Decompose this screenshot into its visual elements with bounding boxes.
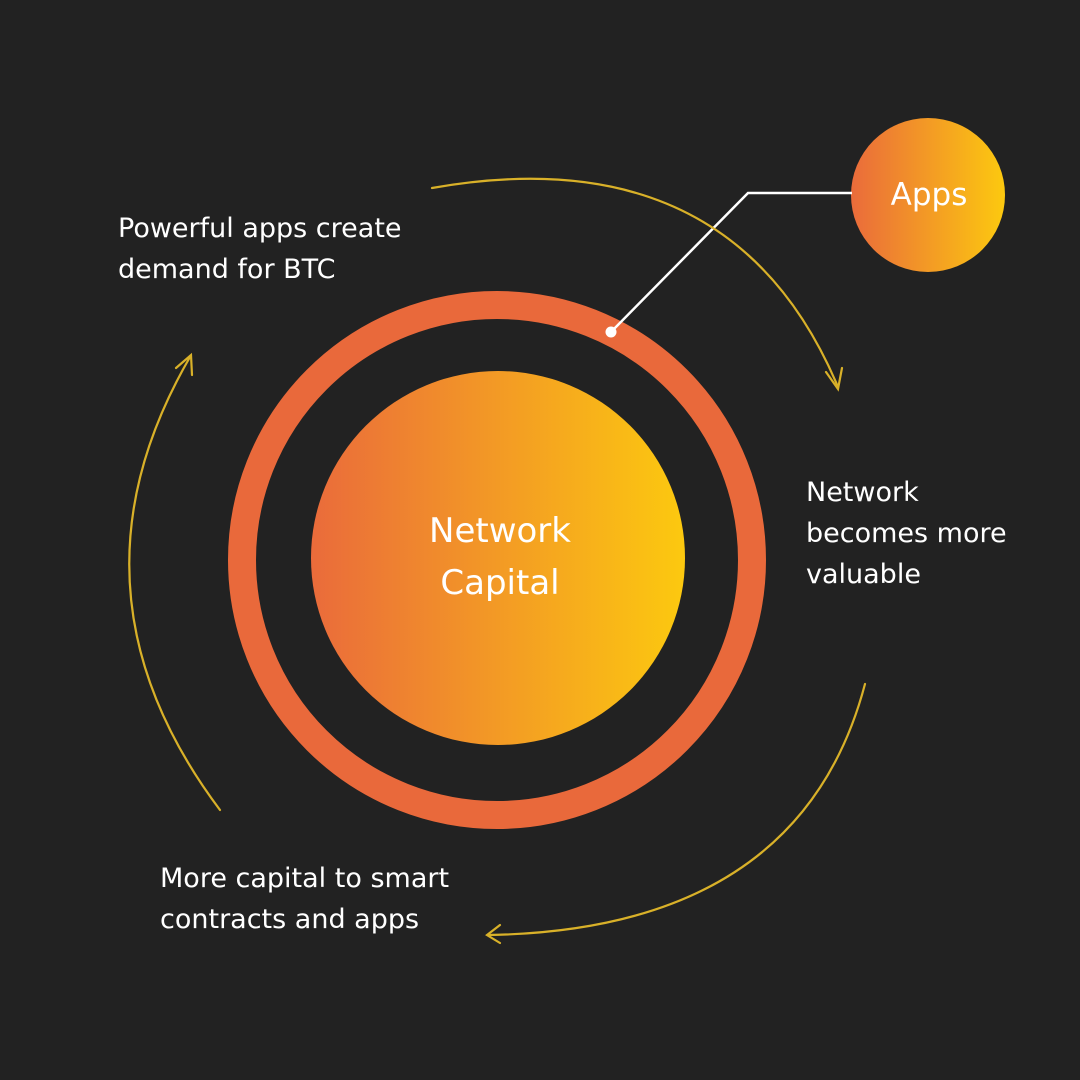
cycle-arrow-top-right bbox=[430, 177, 844, 392]
connector-line bbox=[610, 191, 852, 333]
caption-line: becomes more bbox=[806, 518, 1007, 549]
caption-network-more-valuable: Network becomes more valuable bbox=[806, 472, 1007, 595]
caption-line: More capital to smart bbox=[160, 863, 450, 894]
apps-label: Apps bbox=[890, 177, 968, 213]
caption-line: contracts and apps bbox=[160, 904, 420, 935]
caption-line: Network bbox=[806, 477, 919, 508]
cycle-arrow-left bbox=[128, 352, 222, 812]
connector-dot bbox=[605, 326, 617, 338]
center-label-line-2: Capital bbox=[440, 563, 560, 603]
caption-line: demand for BTC bbox=[118, 254, 336, 285]
outer-ring bbox=[228, 291, 766, 829]
network-capital-circle bbox=[311, 371, 685, 745]
center-label-line-1: Network bbox=[429, 511, 571, 551]
center-label: Network Capital bbox=[340, 505, 660, 609]
apps-circle bbox=[851, 118, 1005, 272]
caption-line: Powerful apps create bbox=[118, 213, 402, 244]
caption-apps-create-demand: Powerful apps create demand for BTC bbox=[118, 208, 402, 290]
caption-line: valuable bbox=[806, 559, 921, 590]
caption-more-capital: More capital to smart contracts and apps bbox=[160, 858, 449, 940]
cycle-arrow-bottom-right bbox=[485, 682, 867, 945]
